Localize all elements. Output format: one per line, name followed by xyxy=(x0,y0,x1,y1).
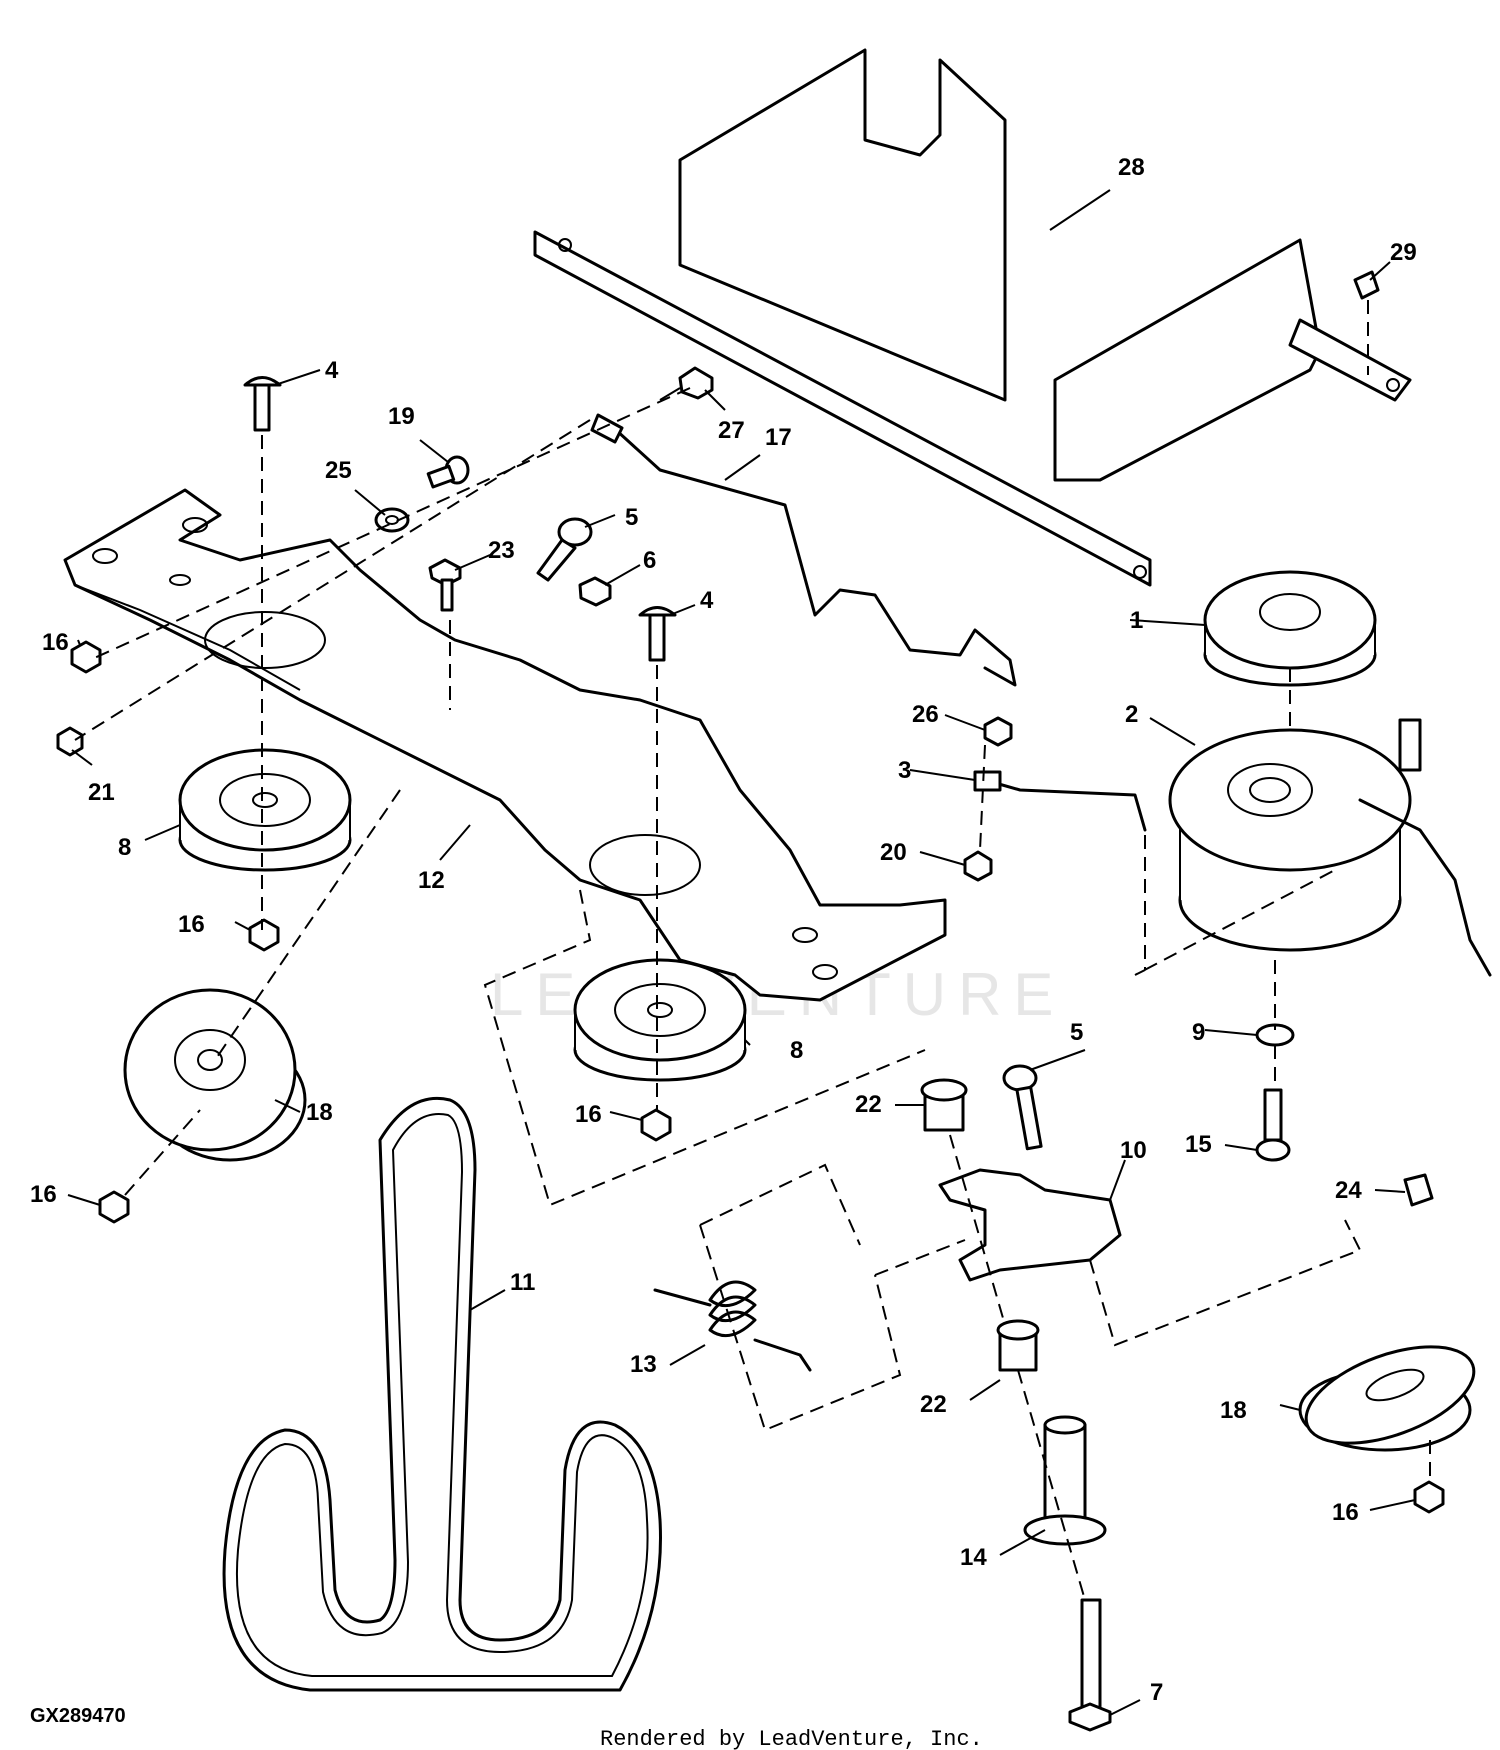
leader-lines xyxy=(67,189,1416,1716)
label-9: 9 xyxy=(1192,1019,1205,1046)
label-28: 28 xyxy=(1118,154,1145,181)
label-4-top: 4 xyxy=(325,357,339,384)
label-2: 2 xyxy=(1125,701,1138,728)
part-4-bolt-right xyxy=(638,606,677,662)
label-17: 17 xyxy=(765,424,792,451)
label-14: 14 xyxy=(960,1544,987,1571)
label-22-top: 22 xyxy=(855,1091,882,1118)
part-19-bolt xyxy=(426,455,470,489)
label-18-left: 18 xyxy=(306,1099,333,1126)
part-8-pulley-left xyxy=(178,748,352,872)
part-16-nut-center xyxy=(640,1108,672,1142)
label-5-lower: 5 xyxy=(1070,1019,1083,1046)
part-24-clip xyxy=(1403,1173,1434,1207)
label-22-bottom: 22 xyxy=(920,1391,947,1418)
part-4-bolt-left xyxy=(243,376,282,432)
label-18-right: 18 xyxy=(1220,1397,1247,1424)
part-22-bushing-bottom xyxy=(996,1319,1040,1372)
part-labels: 28 29 27 17 4 19 25 5 23 6 4 16 21 8 16 … xyxy=(30,154,1417,1706)
part-18-idler-right xyxy=(1298,1345,1476,1452)
part-26-nut xyxy=(983,716,1013,747)
label-16-bottom-right: 16 xyxy=(1332,1499,1359,1526)
part-20-bolt xyxy=(963,850,993,882)
label-11: 11 xyxy=(510,1269,535,1296)
label-23: 23 xyxy=(488,537,515,564)
part-17-rod xyxy=(590,413,1017,687)
part-22-bushing-top xyxy=(920,1078,968,1132)
part-23-bolt xyxy=(428,558,462,612)
part-11-belt xyxy=(222,1096,662,1692)
part-12-frame xyxy=(63,488,947,1002)
part-15-bolt xyxy=(1255,1088,1291,1162)
part-16-nut-top-left xyxy=(70,640,102,674)
label-16-center: 16 xyxy=(575,1101,602,1128)
label-3: 3 xyxy=(898,757,911,784)
label-25: 25 xyxy=(325,457,352,484)
label-13: 13 xyxy=(630,1351,657,1378)
label-24: 24 xyxy=(1335,1177,1362,1204)
exploded-lines xyxy=(74,387,1431,1601)
part-21-nut xyxy=(56,726,84,757)
part-10-arm xyxy=(938,1168,1122,1282)
part-14-spacer xyxy=(1023,1415,1107,1546)
part-16-nut-bottom-right xyxy=(1413,1480,1445,1514)
label-27: 27 xyxy=(718,417,745,444)
part-7-bolt xyxy=(1068,1598,1112,1732)
part-1-pulley xyxy=(1203,570,1377,687)
label-10: 10 xyxy=(1120,1137,1147,1164)
label-15: 15 xyxy=(1185,1131,1212,1158)
label-26: 26 xyxy=(912,701,939,728)
label-16-mid-left: 16 xyxy=(178,911,205,938)
label-20: 20 xyxy=(880,839,907,866)
label-29: 29 xyxy=(1390,239,1417,266)
label-16-top-left: 16 xyxy=(42,629,69,656)
figure-id: GX289470 xyxy=(30,1705,126,1727)
part-28-bracket xyxy=(533,48,1412,587)
label-1: 1 xyxy=(1130,607,1143,634)
label-7: 7 xyxy=(1150,1679,1163,1706)
part-18-idler-left xyxy=(123,988,307,1162)
label-4-mid: 4 xyxy=(700,587,714,614)
part-16-nut-bottom-left xyxy=(98,1190,130,1224)
part-6-nut xyxy=(578,576,612,607)
label-5-top: 5 xyxy=(625,504,638,531)
part-5-bolt-lower xyxy=(1002,1064,1043,1151)
part-5-bolt-top xyxy=(536,517,593,582)
label-16-bottom-left: 16 xyxy=(30,1181,57,1208)
label-19: 19 xyxy=(388,403,415,430)
label-6: 6 xyxy=(643,547,656,574)
part-13-spring xyxy=(653,1280,812,1372)
part-8-pulley-right xyxy=(573,958,747,1082)
label-12: 12 xyxy=(418,867,445,894)
label-21: 21 xyxy=(88,779,115,806)
part-2-clutch xyxy=(1168,718,1492,977)
label-8-left: 8 xyxy=(118,834,131,861)
part-16-nut-mid-left xyxy=(248,918,280,952)
part-3-rod xyxy=(973,770,1147,832)
label-8-right: 8 xyxy=(790,1037,803,1064)
part-27-bolt xyxy=(659,366,714,401)
render-credit: Rendered by LeadVenture, Inc. xyxy=(600,1727,983,1750)
